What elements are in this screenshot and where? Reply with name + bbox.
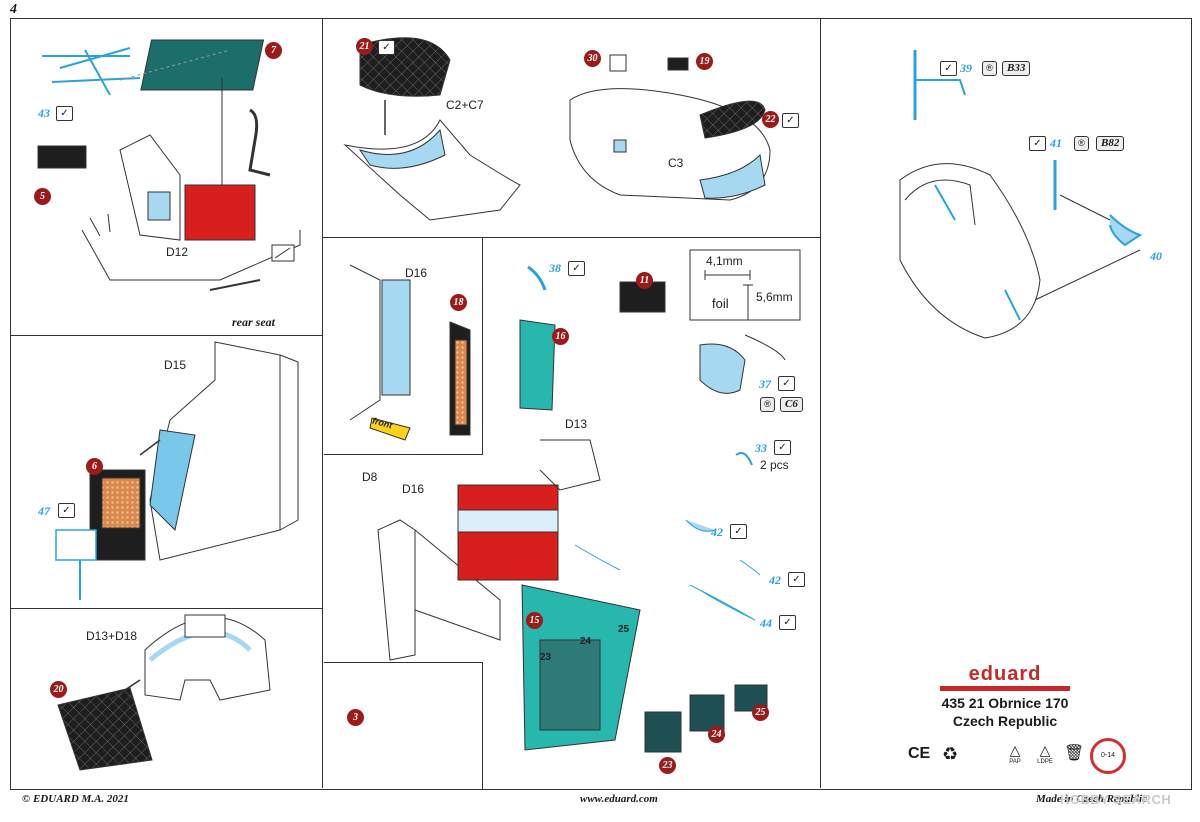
check-icon-47: ✓: [58, 503, 75, 518]
part-badge-3: 3: [347, 709, 364, 726]
part-badge-5: 5: [34, 188, 51, 205]
resin-icon-b82: ®: [1074, 136, 1089, 151]
label-d16-inset: D16: [405, 266, 428, 280]
part-number-42a: 42: [711, 525, 723, 539]
part-badge-22: 22: [762, 111, 779, 128]
part-number-40: 40: [1150, 249, 1162, 263]
resin-icon-b33: ®: [982, 61, 997, 76]
check-icon-43: ✓: [56, 106, 73, 121]
check-icon-21: ✓: [378, 40, 395, 55]
brand-logo: eduard: [968, 663, 1042, 685]
product-line-1: 435 21 Obrnice 170: [941, 695, 1069, 711]
label-inst25: 25: [618, 624, 630, 635]
part-number-37: 37: [759, 377, 771, 391]
check-icon-22: ✓: [782, 113, 799, 128]
divider-h1: [10, 335, 322, 336]
check-icon-33: ✓: [774, 440, 791, 455]
label-2pcs: 2 pcs: [760, 458, 789, 472]
check-icon-44: ✓: [779, 615, 796, 630]
label-d12: D12: [166, 245, 189, 259]
divider-h3: [322, 237, 820, 238]
part-badge-30: 30: [584, 50, 601, 67]
inset-d16: [324, 238, 483, 455]
check-icon-37: ✓: [778, 376, 795, 391]
bin-icon: 🗑: [1064, 745, 1085, 762]
page-number: 4: [10, 2, 17, 17]
recycle-icon: ♻: [942, 744, 959, 764]
label-c3: C3: [668, 156, 684, 170]
ref-b33: B33: [1002, 61, 1031, 76]
check-icon-42a: ✓: [730, 524, 747, 539]
part-number-38: 38: [549, 261, 561, 275]
label-dim-height: 5,6mm: [756, 290, 793, 304]
check-icon-39: ✓: [940, 61, 957, 76]
ref-c6: C6: [780, 397, 803, 412]
instruction-sheet-frame: [10, 18, 1192, 790]
part-badge-24: 24: [708, 726, 725, 743]
label-d13d18: D13+D18: [86, 629, 138, 643]
part-badge-6: 6: [86, 458, 103, 475]
part-badge-16: 16: [552, 328, 569, 345]
part-number-44: 44: [760, 616, 772, 630]
check-icon-42b: ✓: [788, 572, 805, 587]
part-badge-19: 19: [696, 53, 713, 70]
product-title: 435 21 Obrnice 170 Czech Republic: [905, 694, 1105, 730]
product-line-2: Czech Republic: [952, 713, 1058, 729]
resin-icon-c6: ®: [760, 397, 775, 412]
inset-part3: [324, 662, 483, 789]
label-d8: D8: [362, 470, 378, 484]
part-badge-25: 25: [752, 704, 769, 721]
part-badge-7: 7: [265, 42, 282, 59]
age-warning-icon: 0-14: [1090, 738, 1126, 774]
part-number-33: 33: [755, 441, 767, 455]
part-badge-18: 18: [450, 294, 467, 311]
label-dim-width: 4,1mm: [706, 254, 743, 268]
label-inst23: 23: [540, 652, 552, 663]
part-badge-15: 15: [526, 612, 543, 629]
pap-recycle-icon: △PAP: [1009, 742, 1021, 765]
label-c2c7: C2+C7: [446, 98, 484, 112]
divider-v2: [820, 18, 821, 788]
part-number-41: 41: [1050, 136, 1062, 150]
footer-copyright: © EDUARD M.A. 2021: [22, 793, 129, 805]
footer-made-in: Made in Czech Republic: [1036, 793, 1147, 805]
part-badge-21: 21: [356, 38, 373, 55]
label-d16: D16: [402, 482, 425, 496]
part-badge-23: 23: [659, 757, 676, 774]
label-d13: D13: [565, 417, 588, 431]
label-rear-seat: rear seat: [232, 315, 275, 329]
label-d15: D15: [164, 358, 187, 372]
ref-b82: B82: [1096, 136, 1125, 151]
ldpe-recycle-icon: △LDPE: [1037, 742, 1053, 765]
check-icon-41: ✓: [1029, 136, 1046, 151]
part-badge-20: 20: [50, 681, 67, 698]
divider-v1: [322, 18, 323, 788]
footer-website[interactable]: www.eduard.com: [580, 793, 658, 805]
check-icon-38: ✓: [568, 261, 585, 276]
part-number-42b: 42: [769, 573, 781, 587]
ce-icon: CE: [908, 745, 931, 762]
part-number-43: 43: [38, 106, 50, 120]
watermark: HOBBY SEARCH: [1060, 792, 1172, 807]
divider-h2: [10, 608, 322, 609]
part-number-39: 39: [960, 61, 972, 75]
label-inst24: 24: [580, 636, 592, 647]
part-badge-11: 11: [636, 272, 653, 289]
part-number-47: 47: [38, 504, 50, 518]
brand-underline: [940, 686, 1070, 691]
label-foil: foil: [712, 296, 729, 311]
